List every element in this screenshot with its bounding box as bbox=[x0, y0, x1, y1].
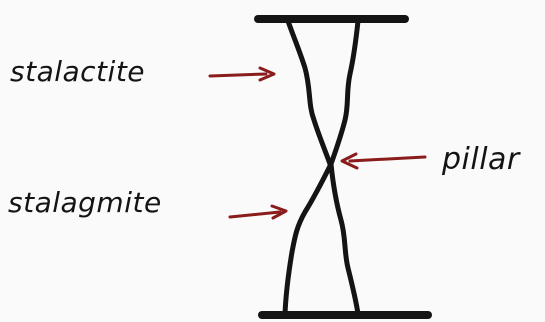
pillar-arrow bbox=[342, 154, 425, 168]
stalactite-arrow bbox=[210, 68, 274, 80]
stalactite-left-edge bbox=[288, 21, 330, 164]
pillar-label: pillar bbox=[442, 142, 520, 177]
stalagmite-right-edge bbox=[331, 164, 358, 314]
stalagmite-left-edge bbox=[285, 164, 331, 314]
stalagmite-arrow bbox=[230, 206, 286, 218]
stalagmite-label: stalagmite bbox=[8, 186, 162, 219]
stalactite-label: stalactite bbox=[10, 55, 145, 88]
stalactite-right-edge bbox=[331, 21, 358, 164]
